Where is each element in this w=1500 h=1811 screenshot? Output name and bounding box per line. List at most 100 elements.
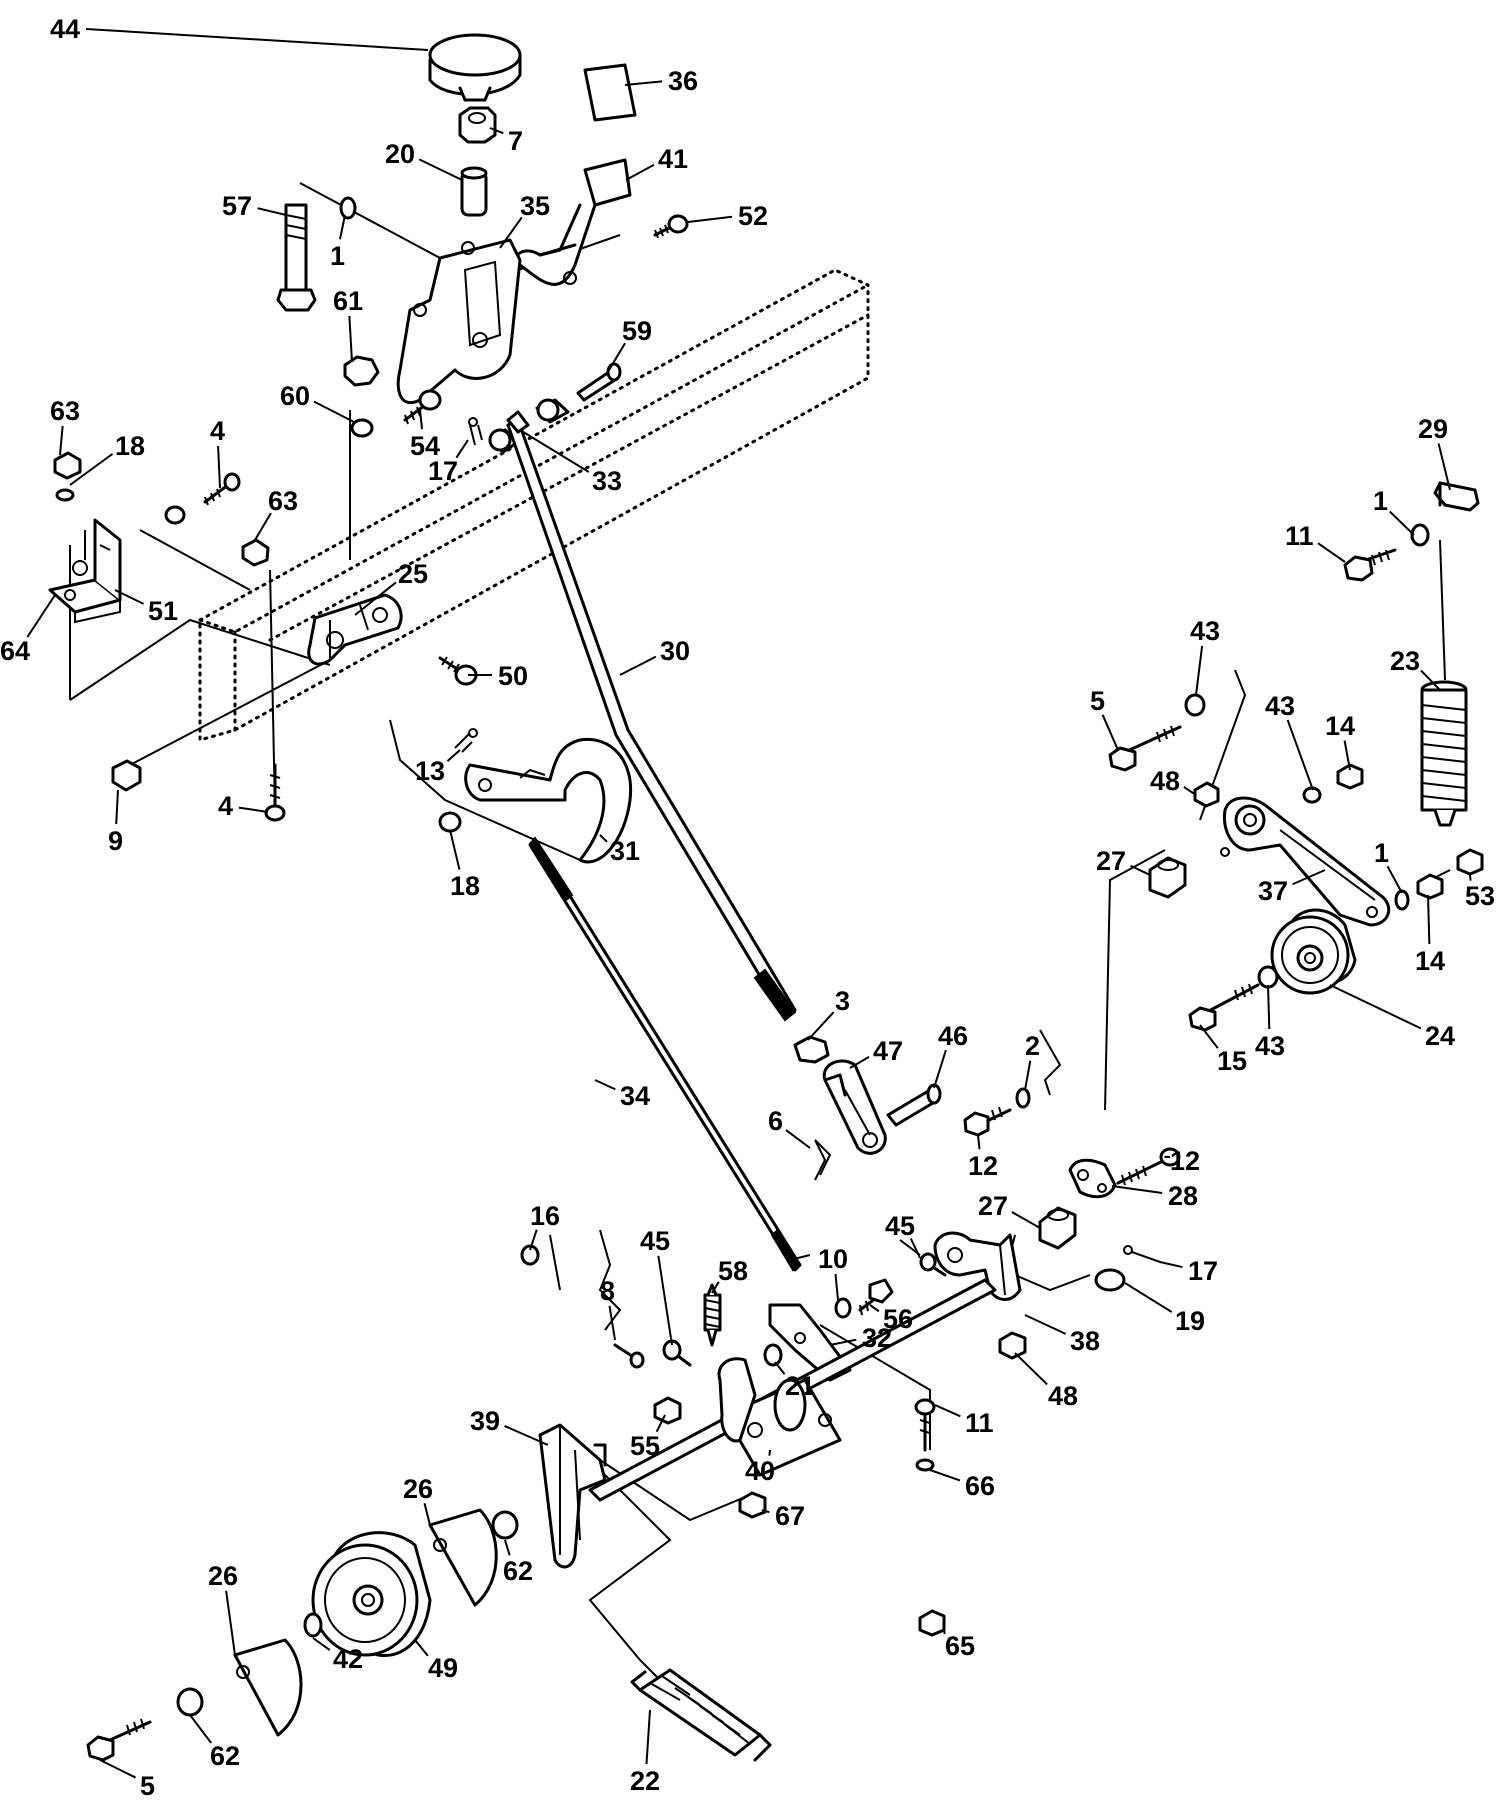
callout-label: 34 — [620, 1081, 650, 1111]
callout-30: 30 — [619, 636, 690, 676]
callout-leader — [655, 1414, 666, 1433]
callout-23: 23 — [1390, 646, 1441, 691]
plate-26-lower — [233, 1638, 303, 1737]
callout-label: 17 — [428, 456, 458, 486]
callout-label: 14 — [1415, 946, 1445, 976]
callout-leader — [594, 1079, 616, 1091]
callout-label: 11 — [1285, 521, 1314, 551]
callout-26: 26 — [208, 1561, 238, 1656]
callout-57: 57 — [222, 191, 287, 221]
callout-67: 67 — [761, 1501, 805, 1531]
callout-64: 64 — [0, 594, 56, 666]
callout-label: 46 — [938, 1021, 968, 1051]
callout-leader — [238, 806, 269, 813]
callout-label: 52 — [738, 201, 768, 231]
callout-leader — [711, 1281, 720, 1294]
callout-label: 58 — [718, 1256, 748, 1286]
bolt-12-left — [963, 1106, 1012, 1137]
callout-leader — [1469, 874, 1472, 881]
callout-label: 27 — [1096, 846, 1126, 876]
callout-label: 16 — [530, 1201, 560, 1231]
callout-55: 55 — [630, 1414, 666, 1461]
callout-leader — [414, 1639, 429, 1657]
callout-leader — [774, 1361, 786, 1375]
callout-40: 40 — [745, 1449, 775, 1486]
screw-52 — [653, 214, 689, 239]
callout-leader — [1389, 510, 1415, 536]
pedal-bracket-41 — [515, 158, 632, 286]
pulley-49 — [311, 1531, 432, 1657]
callout-label: 1 — [330, 241, 345, 271]
cotter-pin-17-top — [469, 424, 483, 446]
callout-label: 26 — [208, 1561, 238, 1591]
bolt-57 — [276, 203, 317, 312]
callout-leader — [687, 215, 733, 223]
callout-60: 60 — [280, 381, 355, 423]
callout-45: 45 — [885, 1211, 921, 1259]
callout-label: 62 — [210, 1741, 240, 1771]
callout-54: 54 — [410, 409, 440, 461]
callout-50: 50 — [468, 661, 528, 691]
nut-55 — [653, 1396, 682, 1425]
callout-35: 35 — [499, 191, 550, 249]
shift-plate-35 — [396, 238, 577, 404]
callout-leader — [599, 834, 608, 843]
callout-label: 63 — [50, 396, 80, 426]
callout-leader — [254, 512, 272, 541]
callout-25: 25 — [354, 559, 428, 616]
callout-label: 61 — [333, 286, 363, 316]
callout-48: 48 — [1150, 766, 1197, 796]
callout-label: 7 — [508, 126, 523, 156]
callout-32: 32 — [829, 1323, 892, 1353]
callout-leader — [1130, 864, 1151, 876]
screw-54 — [403, 389, 442, 425]
callout-leader — [1183, 786, 1197, 796]
callout-18: 18 — [449, 829, 480, 901]
callout-label: 63 — [268, 486, 298, 516]
callout-21: 21 — [774, 1361, 815, 1401]
bolt-15 — [1188, 983, 1260, 1032]
washer-21 — [763, 1343, 783, 1367]
callout-62: 62 — [189, 1714, 240, 1771]
washer-1-right — [1410, 523, 1430, 547]
callout-leader — [933, 1049, 947, 1089]
washer-10 — [834, 1297, 852, 1319]
callout-leader — [1427, 894, 1431, 945]
bolt-4-top — [203, 472, 241, 506]
callout-31: 31 — [599, 834, 640, 866]
callout-52: 52 — [687, 201, 768, 231]
bracket-64 — [48, 518, 122, 624]
bolt-4-bottom — [264, 763, 286, 822]
callout-44: 44 — [50, 14, 429, 51]
callout-label: 65 — [945, 1631, 975, 1661]
callout-leader — [455, 439, 469, 459]
callout-leader — [624, 80, 663, 86]
callout-62: 62 — [503, 1539, 533, 1586]
callout-leader — [1111, 1185, 1163, 1194]
callout-42: 42 — [312, 1637, 363, 1674]
callout-label: 67 — [775, 1501, 805, 1531]
nut-14-lower — [1416, 873, 1444, 900]
callout-label: 13 — [415, 756, 445, 786]
callout-63: 63 — [254, 486, 298, 541]
callout-5: 5 — [99, 1759, 155, 1801]
spacer-27-lower — [1038, 1206, 1077, 1250]
callout-label: 4 — [210, 416, 225, 446]
callout-label: 39 — [470, 1406, 500, 1436]
callout-label: 18 — [450, 871, 480, 901]
callout-17: 17 — [1159, 1256, 1218, 1286]
callout-leader — [1014, 1352, 1048, 1386]
callout-leader — [869, 1304, 880, 1313]
callout-9: 9 — [108, 789, 123, 856]
callout-label: 1 — [1374, 838, 1389, 868]
callout-leader — [645, 1709, 651, 1765]
callout-leader — [504, 1424, 549, 1446]
ring-18-left — [55, 488, 75, 502]
callout-10: 10 — [818, 1244, 848, 1301]
callout-label: 38 — [1070, 1326, 1100, 1356]
callout-leader — [354, 581, 397, 616]
callout-4: 4 — [218, 791, 269, 821]
callout-47: 47 — [849, 1036, 903, 1069]
callout-leader — [657, 1255, 673, 1346]
callout-leader — [625, 163, 655, 181]
